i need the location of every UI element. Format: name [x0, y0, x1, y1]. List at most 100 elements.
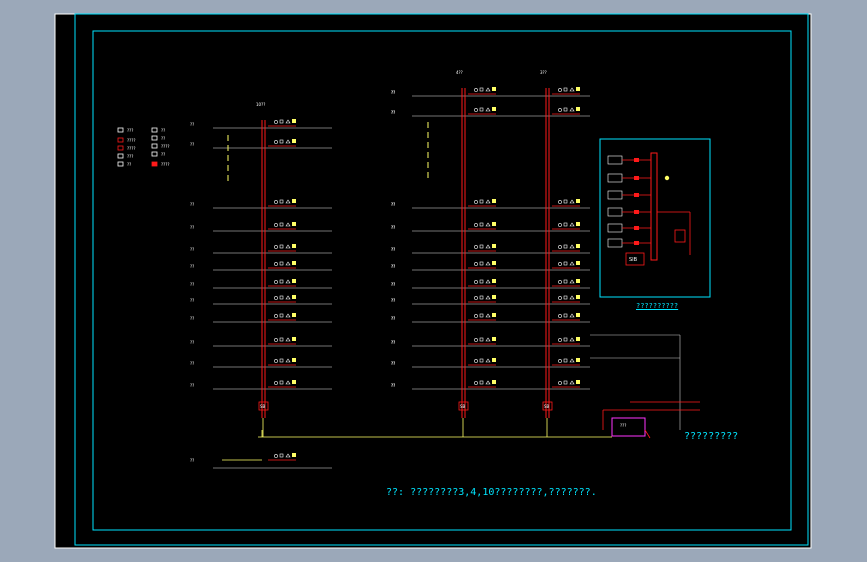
floor-label: ?? [391, 247, 395, 252]
detail-sib-box [625, 252, 645, 266]
detector-icon [274, 381, 278, 385]
floor-label: ?? [391, 264, 395, 269]
manual-station-icon [292, 313, 296, 317]
manual-station-icon [576, 199, 580, 203]
floor-label: ?? [391, 383, 395, 388]
floor-label: ?? [391, 361, 395, 366]
module-icon [279, 119, 284, 124]
module-icon [279, 453, 284, 458]
legend-item: ??? [117, 127, 133, 133]
bell-icon [569, 244, 575, 249]
detail-sib-label: SIB [629, 257, 638, 263]
module-icon [563, 313, 568, 318]
floor-label: ?? [391, 316, 395, 321]
floor-label: ?? [190, 383, 194, 388]
module-icon [479, 107, 484, 112]
detector-icon [474, 359, 478, 363]
detector-icon [274, 140, 278, 144]
detector-icon [558, 381, 562, 385]
legend-item: ???? [151, 143, 170, 149]
bell-icon [569, 358, 575, 363]
tower-header: 10?? [256, 102, 265, 107]
floor-label: ?? [391, 361, 395, 366]
floor-label: ?? [391, 298, 395, 303]
module-icon [479, 295, 484, 300]
riser-diagrams: 10??????????????????????????SB 4?????????… [190, 70, 681, 469]
floor-label: ?? [391, 316, 395, 321]
detector-icon [474, 381, 478, 385]
bell-icon [569, 279, 575, 284]
module-icon [479, 87, 484, 92]
module-icon [563, 295, 568, 300]
tower-a: 10??????????????????????????SB [190, 102, 332, 437]
module-icon [563, 244, 568, 249]
floor-label: ?? [391, 340, 395, 345]
floor-label: ?? [190, 142, 194, 147]
panel-label: ??? [620, 423, 626, 428]
legend-label: ???? [127, 138, 136, 143]
tower-header: 4?? [456, 70, 463, 75]
module-icon [279, 222, 284, 227]
detail-module [634, 158, 639, 162]
bell-icon [485, 87, 491, 92]
legend-label: ?? [161, 128, 165, 133]
module-icon [563, 358, 568, 363]
module-icon [279, 337, 284, 342]
manual-station-icon [576, 87, 580, 91]
detector-icon [474, 245, 478, 249]
manual-station-icon [492, 87, 496, 91]
module-icon [279, 199, 284, 204]
bell-icon [285, 380, 291, 385]
manual-station-icon [492, 313, 496, 317]
module-icon [563, 261, 568, 266]
detail-module [634, 176, 639, 180]
bell-icon [485, 313, 491, 318]
detail-module [634, 226, 639, 230]
manual-station-icon [576, 337, 580, 341]
module-icon [563, 107, 568, 112]
detector-icon [274, 200, 278, 204]
manual-station-icon [576, 222, 580, 226]
detector-icon [274, 245, 278, 249]
inner-frame [92, 30, 792, 531]
diamond-icon [151, 127, 158, 133]
bell-icon [485, 199, 491, 204]
bell-icon [285, 119, 291, 124]
bell-icon [485, 295, 491, 300]
bell-icon [285, 244, 291, 249]
module-icon [151, 151, 158, 157]
bell-icon [569, 222, 575, 227]
red-box-icon [117, 145, 124, 151]
detector-icon [474, 280, 478, 284]
bell-icon [285, 358, 291, 363]
detector-icon [558, 245, 562, 249]
bell-icon [485, 279, 491, 284]
legend-label: ?? [161, 152, 165, 157]
module-icon [479, 358, 484, 363]
detail-trunk [650, 152, 658, 261]
manual-station-icon [292, 222, 296, 226]
control-room-detail: SIB [599, 138, 711, 298]
detail-frame [599, 138, 711, 298]
bell-icon [485, 107, 491, 112]
legend-item: ?? [151, 135, 165, 141]
manual-station-icon [492, 199, 496, 203]
manual-station-icon [292, 279, 296, 283]
manual-station-icon [292, 261, 296, 265]
bell-icon [485, 244, 491, 249]
sb-box [258, 401, 269, 411]
tower-b: 4??????????????????????????SB [391, 70, 500, 437]
legend-label: ??? [127, 128, 133, 133]
bell-icon [485, 358, 491, 363]
module-icon [151, 143, 158, 149]
red-dot-icon [151, 161, 158, 167]
module-icon [479, 199, 484, 204]
manual-station-icon [492, 107, 496, 111]
legend-item: ?? [151, 127, 165, 133]
detector-icon [474, 296, 478, 300]
floor-label: ?? [190, 458, 194, 463]
module-icon [563, 279, 568, 284]
floor-label: ?? [391, 298, 395, 303]
legend-item: ???? [151, 161, 170, 167]
